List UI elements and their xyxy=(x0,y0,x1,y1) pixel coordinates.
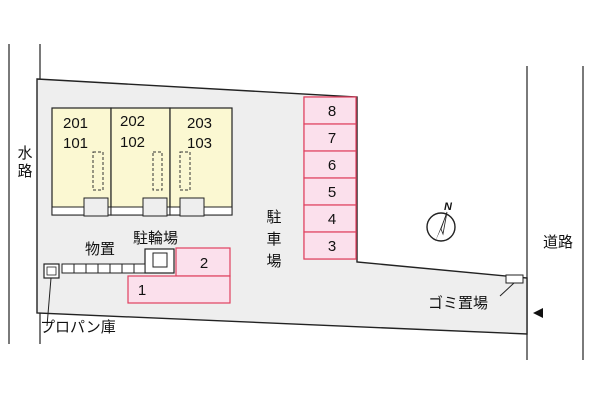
unit-202-102 xyxy=(110,107,171,216)
apartment-building: 201 101 202 102 203 103 xyxy=(51,107,233,217)
garbage-area xyxy=(505,274,524,284)
entrance-notch xyxy=(179,197,205,217)
unit-label-101: 101 xyxy=(63,135,88,152)
garbage-leader-line xyxy=(499,282,515,297)
compass-north-icon: N xyxy=(426,201,456,242)
entrance-notch xyxy=(83,197,109,217)
road-label: 道路 xyxy=(543,233,573,251)
stair-outline xyxy=(92,151,104,191)
svg-text:駐: 駐 xyxy=(266,208,281,226)
parking-slot-8: 8 xyxy=(303,96,357,125)
parking-label: 駐 車 場 xyxy=(266,208,281,270)
svg-text:場: 場 xyxy=(266,252,281,270)
unit-label-201: 201 xyxy=(63,115,88,132)
svg-text:2: 2 xyxy=(200,255,208,272)
parking-column: 8 7 6 5 4 3 xyxy=(303,96,357,260)
svg-text:5: 5 xyxy=(328,184,336,201)
entrance-notch xyxy=(142,197,168,217)
stair-outline xyxy=(152,151,163,191)
garbage-label: ゴミ置場 xyxy=(428,294,488,312)
triangle-left-icon xyxy=(533,308,543,318)
parking-slot-4: 4 xyxy=(303,204,357,233)
unit-label-202: 202 xyxy=(120,113,145,130)
svg-text:1: 1 xyxy=(138,282,146,299)
svg-text:車: 車 xyxy=(266,230,281,248)
unit-label-203: 203 xyxy=(187,115,212,132)
parking-slot-5: 5 xyxy=(303,177,357,206)
unit-label-103: 103 xyxy=(187,135,212,152)
svg-text:6: 6 xyxy=(328,157,336,174)
parking-slot-2: 2 xyxy=(175,247,231,277)
stair-outline xyxy=(179,151,191,191)
north-label: N xyxy=(444,201,453,213)
svg-text:水: 水 xyxy=(17,144,32,162)
storage-label: 物置 xyxy=(85,240,115,258)
svg-text:3: 3 xyxy=(328,238,336,255)
propane-shed-inner xyxy=(46,266,57,276)
unit-label-102: 102 xyxy=(120,134,145,151)
propane-label: プロパン庫 xyxy=(40,318,116,336)
svg-text:4: 4 xyxy=(328,211,336,228)
waterway-label: 水 路 xyxy=(17,144,32,180)
parking-slot-3: 3 xyxy=(303,231,357,260)
svg-text:8: 8 xyxy=(328,103,336,120)
bicycle-parking-inner xyxy=(152,252,168,268)
parking-slot-7: 7 xyxy=(303,123,357,152)
propane-leader-line xyxy=(46,277,52,327)
storage-row xyxy=(61,263,146,274)
unit-201-101 xyxy=(51,107,112,216)
svg-text:7: 7 xyxy=(328,130,336,147)
bicycle-parking-label: 駐輪場 xyxy=(133,229,178,247)
parking-slot-1: 1 xyxy=(127,275,231,304)
svg-text:路: 路 xyxy=(17,162,32,180)
parking-slot-6: 6 xyxy=(303,150,357,179)
